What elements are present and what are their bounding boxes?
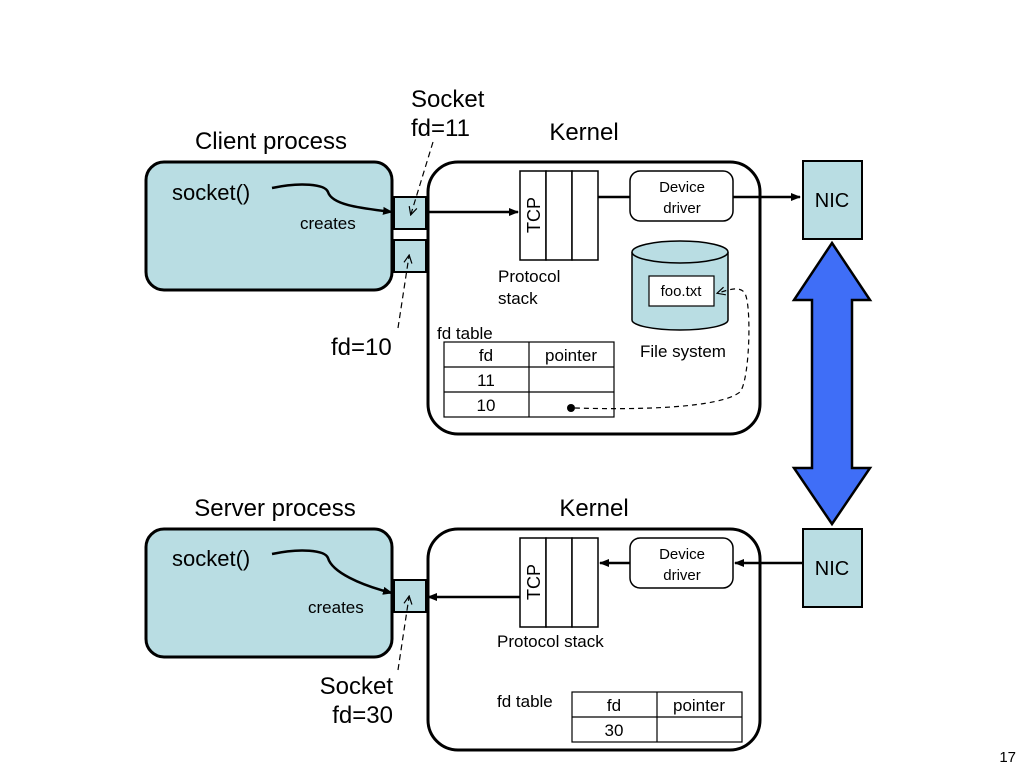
client-socket-label: Socket [411, 86, 485, 113]
server-fd-table-row-1-fd: 30 [605, 721, 624, 740]
client-fd-table-row-2-fd: 10 [477, 396, 496, 415]
client-socket-call: socket() [172, 180, 250, 205]
server-device-driver-label-2: driver [663, 567, 701, 584]
server-tcp-layer [519, 537, 547, 628]
fd10-pointer-line [397, 256, 409, 329]
client-nic-label: NIC [815, 190, 849, 212]
server-protocol-stack-label: Protocol stack [497, 632, 604, 651]
server-nic-label: NIC [815, 558, 849, 580]
server-socket-fd-label: fd=30 [332, 702, 393, 729]
client-fd10-pointer-dot [567, 404, 575, 412]
client-fd-table-caption: fd table [437, 324, 493, 343]
socket-fd11-pointer-line [411, 141, 434, 214]
client-process-box [144, 160, 394, 292]
server-device-driver-label-1: Device [659, 546, 705, 563]
client-process-label: Client process [195, 128, 347, 155]
client-protocol-stack-label-1: Protocol [498, 267, 560, 286]
client-device-driver-label-2: driver [663, 200, 701, 217]
client-file-fd10-box [393, 239, 427, 273]
client-device-driver-label-1: Device [659, 179, 705, 196]
client-file-name: foo.txt [661, 283, 703, 300]
client-fd-table [443, 341, 615, 418]
client-fd-table-header-fd: fd [479, 346, 493, 365]
server-kernel-label: Kernel [559, 495, 628, 522]
client-creates-curve [271, 183, 393, 215]
server-socket-call: socket() [172, 546, 250, 571]
server-process-label: Server process [194, 495, 355, 522]
page-number: 17 [999, 749, 1016, 766]
client-file-box [648, 275, 715, 307]
server-fd-table-header-fd: fd [607, 696, 621, 715]
server-stack-layer-3 [571, 537, 599, 628]
client-fd-table-header-pointer: pointer [545, 346, 597, 365]
client-creates-label: creates [300, 214, 356, 233]
client-stack-layer-3 [571, 170, 599, 261]
client-socket-fd11-box [393, 196, 427, 230]
client-stack-layer-2 [545, 170, 573, 261]
client-file-system-label: File system [640, 342, 726, 361]
client-tcp-label: TCP [524, 197, 544, 233]
server-nic-box [802, 528, 863, 608]
client-socket-fd-label: fd=11 [411, 115, 470, 142]
client-fd-table-row-1-fd: 11 [477, 371, 495, 390]
server-socket-fd30-box [393, 579, 427, 613]
server-fd-table-header-pointer: pointer [673, 696, 725, 715]
server-stack-layer-2 [545, 537, 573, 628]
socket-fd30-pointer-line [397, 597, 409, 671]
server-creates-curve [271, 549, 393, 595]
server-device-driver [629, 537, 734, 589]
server-fd-table-caption: fd table [497, 692, 553, 711]
network-double-arrow [791, 240, 873, 527]
client-nic-box [802, 160, 863, 240]
server-tcp-label: TCP [524, 564, 544, 600]
server-socket-label: Socket [320, 673, 394, 700]
server-fd-table [571, 691, 743, 743]
client-protocol-stack-label-2: stack [498, 289, 538, 308]
client-kernel-label: Kernel [549, 119, 618, 146]
server-creates-label: creates [308, 598, 364, 617]
client-file-fd-label: fd=10 [331, 334, 392, 361]
